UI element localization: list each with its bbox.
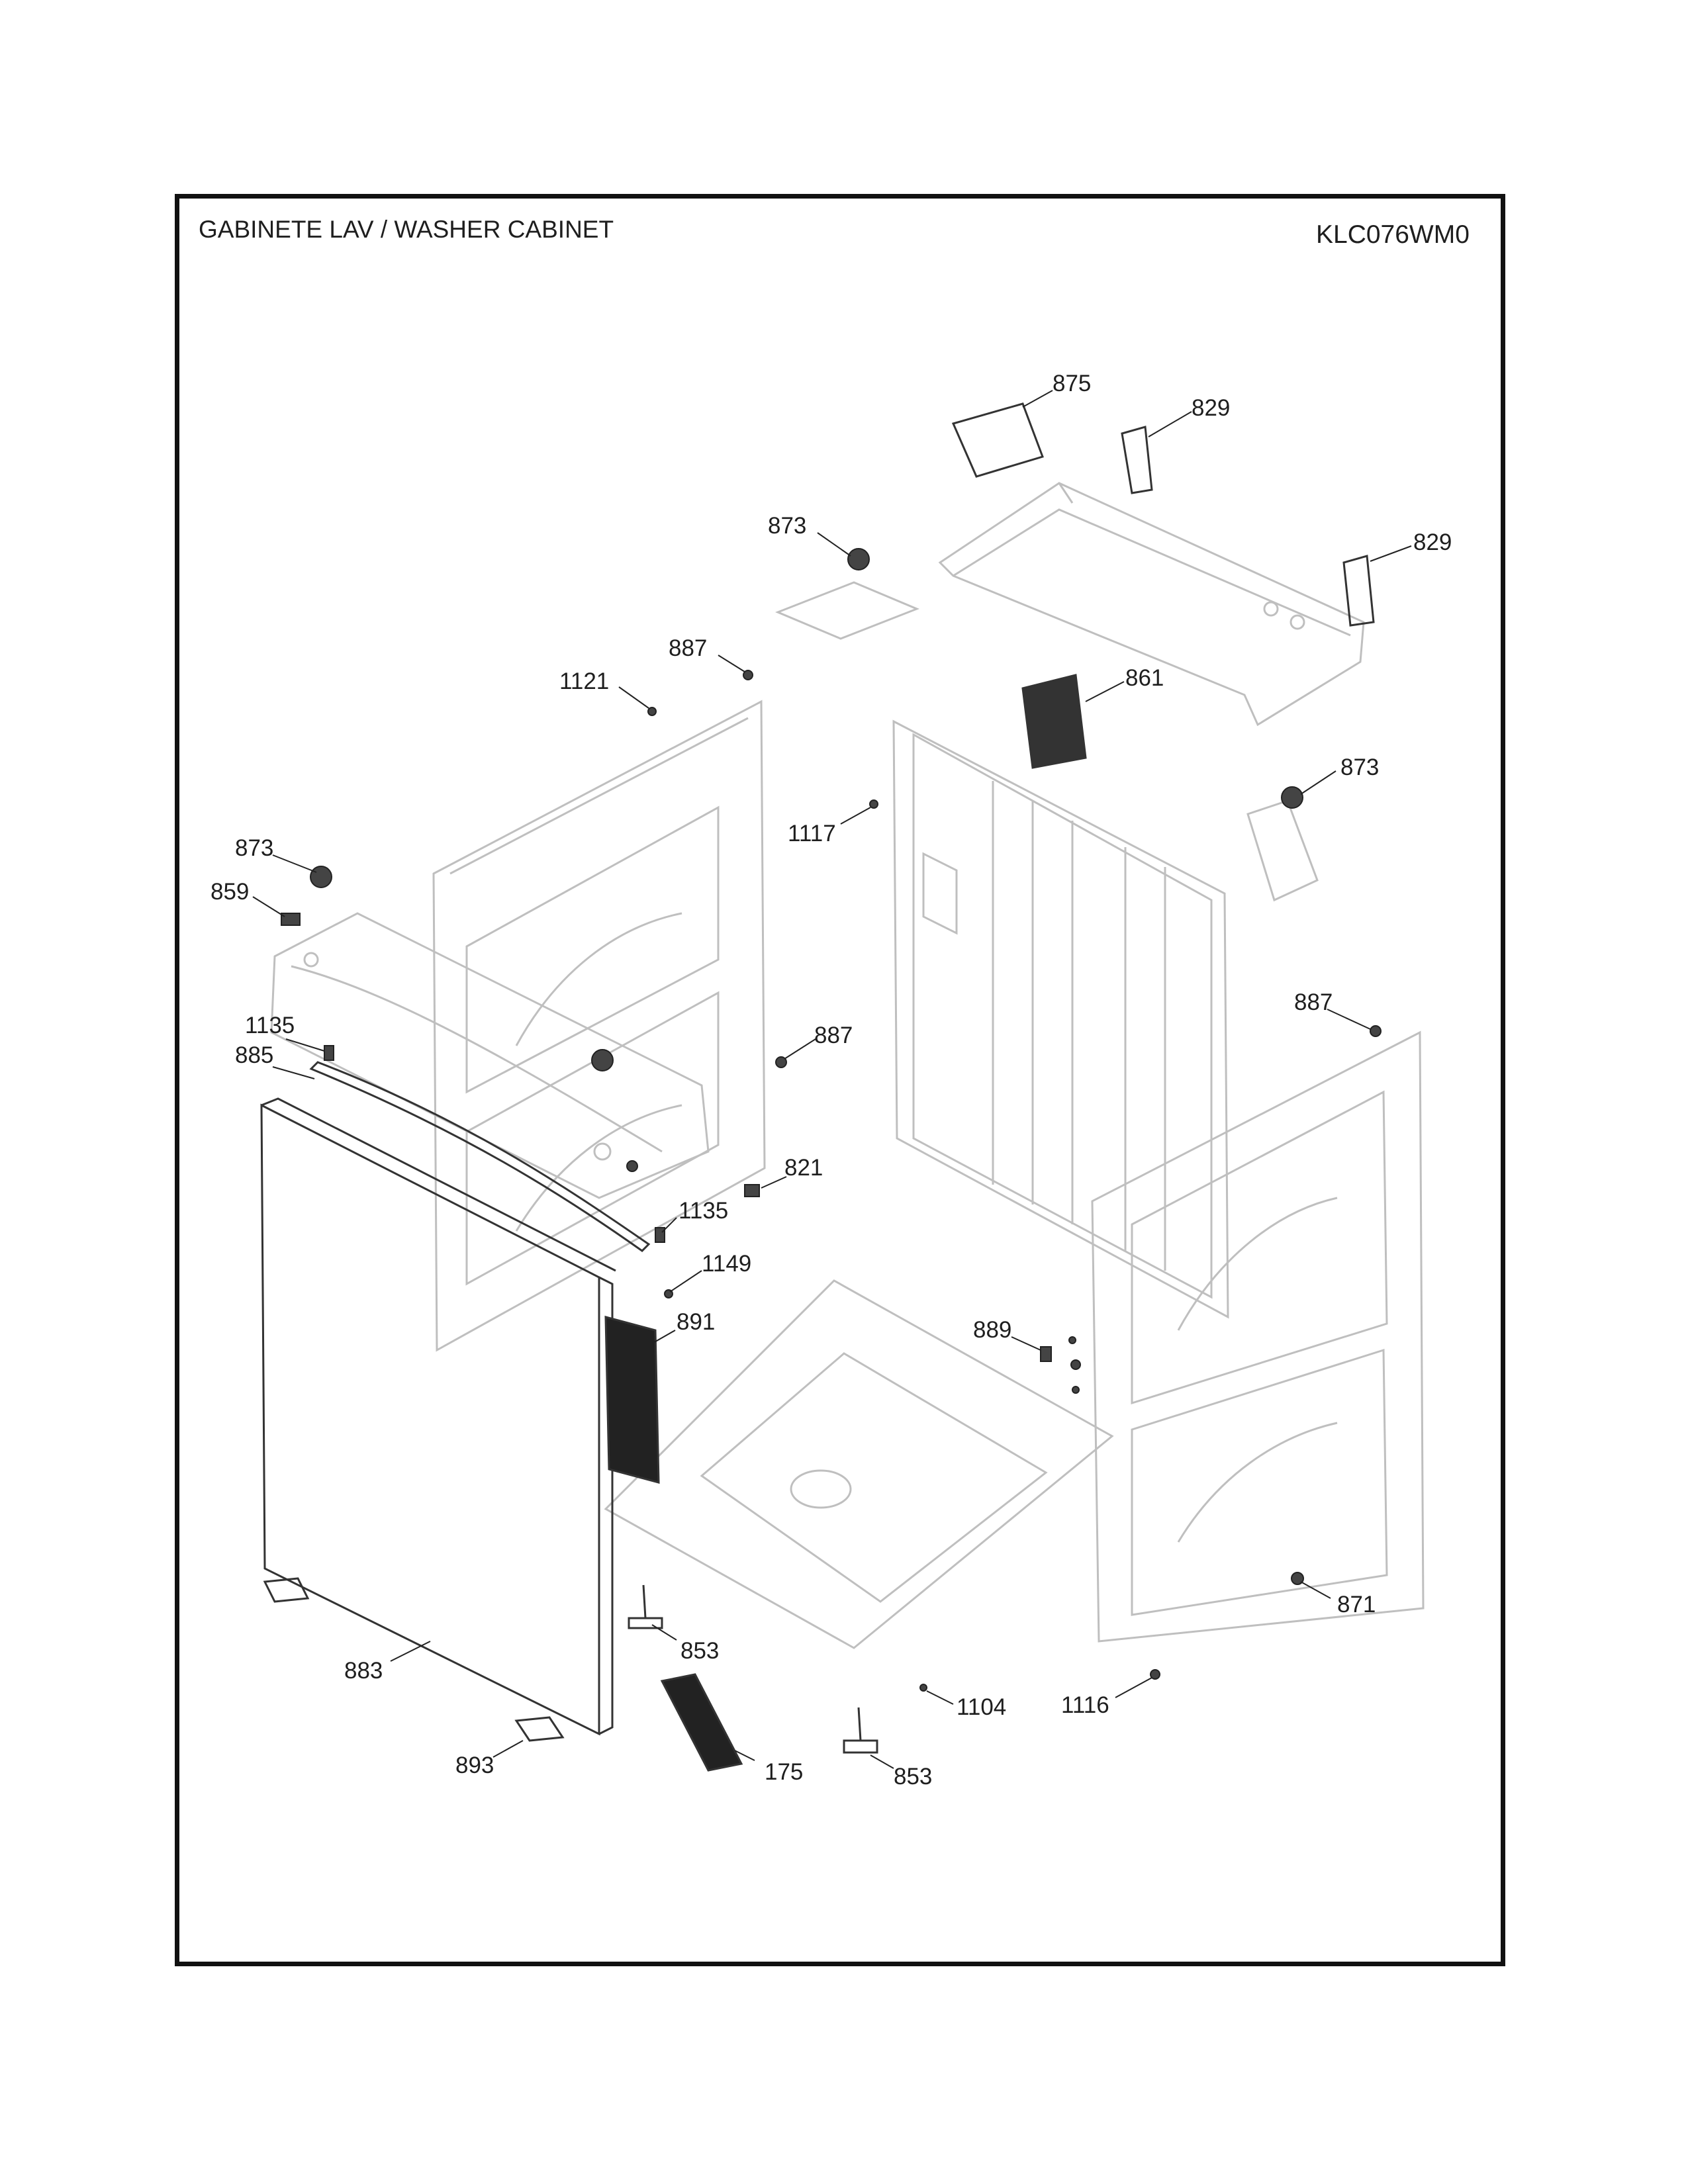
clip xyxy=(281,913,301,926)
diagram-frame xyxy=(175,194,1505,1966)
cabinet-base xyxy=(604,1279,1114,1649)
spring-hanger xyxy=(1281,786,1303,809)
callout-887: 887 xyxy=(814,1023,853,1048)
pump-cover xyxy=(1021,674,1087,769)
nut xyxy=(1291,1572,1304,1585)
insulation-pad xyxy=(604,1316,660,1484)
screw xyxy=(1150,1669,1160,1680)
callout-887: 887 xyxy=(669,635,708,661)
left-side-panel xyxy=(432,700,766,1352)
front-top-frame xyxy=(270,912,710,1199)
callout-175: 175 xyxy=(765,1759,804,1785)
callout-829: 829 xyxy=(1192,395,1231,421)
corner-brace-right xyxy=(1342,555,1375,627)
callout-1116: 1116 xyxy=(1061,1692,1109,1718)
callout-1121: 1121 xyxy=(559,668,610,694)
right-corner-bracket xyxy=(1246,799,1319,902)
bottom-clip-rear xyxy=(263,1577,310,1603)
screw xyxy=(743,670,753,680)
control-bracket xyxy=(951,402,1044,478)
front-panel xyxy=(260,1097,616,1736)
spacer xyxy=(744,1184,760,1197)
callout-859: 859 xyxy=(211,879,250,905)
callout-1149: 1149 xyxy=(702,1251,752,1277)
screw xyxy=(1068,1336,1076,1344)
callout-893: 893 xyxy=(455,1752,494,1778)
callout-871: 871 xyxy=(1337,1592,1376,1617)
callout-885: 885 xyxy=(235,1042,274,1068)
screw xyxy=(869,799,878,809)
spring-hanger xyxy=(591,1049,614,1071)
leveling-foot-front xyxy=(628,1584,663,1629)
callout-861: 861 xyxy=(1125,665,1164,691)
right-side-panel xyxy=(1091,1030,1425,1643)
screw xyxy=(1072,1386,1080,1394)
screw xyxy=(919,1684,927,1692)
spring-hanger xyxy=(847,548,870,570)
corner-brace-top xyxy=(1121,426,1153,494)
manual-pack xyxy=(660,1673,743,1772)
callout-889: 889 xyxy=(973,1317,1012,1343)
callout-873: 873 xyxy=(235,835,274,861)
callout-829: 829 xyxy=(1413,529,1452,555)
front-crossbar xyxy=(309,1061,651,1252)
top-rear-cover xyxy=(938,482,1365,727)
diagram-title: GABINETE LAV / WASHER CABINET xyxy=(199,216,614,243)
screw xyxy=(1370,1025,1382,1037)
callout-1117: 1117 xyxy=(788,821,836,846)
model-code: KLC076WM0 xyxy=(1316,220,1470,249)
bottom-clip-front xyxy=(514,1716,565,1742)
callout-1135: 1135 xyxy=(245,1013,295,1038)
callout-1104: 1104 xyxy=(957,1694,1007,1720)
callout-891: 891 xyxy=(677,1309,716,1335)
spring-hanger xyxy=(310,866,332,888)
clip xyxy=(1040,1346,1052,1362)
screw xyxy=(647,707,657,716)
callout-853: 853 xyxy=(894,1764,933,1790)
rear-panel xyxy=(892,719,1229,1319)
callout-875: 875 xyxy=(1053,371,1092,396)
screw xyxy=(775,1056,787,1068)
clip xyxy=(655,1227,665,1243)
callout-1135: 1135 xyxy=(679,1198,729,1224)
clip xyxy=(324,1045,334,1061)
callout-853: 853 xyxy=(680,1638,720,1664)
callout-883: 883 xyxy=(344,1658,383,1684)
callout-821: 821 xyxy=(784,1155,823,1181)
screw xyxy=(626,1160,638,1172)
callout-873: 873 xyxy=(768,513,807,539)
callout-873: 873 xyxy=(1340,754,1380,780)
leveling-foot-rear xyxy=(843,1707,878,1754)
callout-887: 887 xyxy=(1294,989,1333,1015)
left-corner-bracket xyxy=(775,581,919,640)
screw xyxy=(1070,1359,1081,1370)
